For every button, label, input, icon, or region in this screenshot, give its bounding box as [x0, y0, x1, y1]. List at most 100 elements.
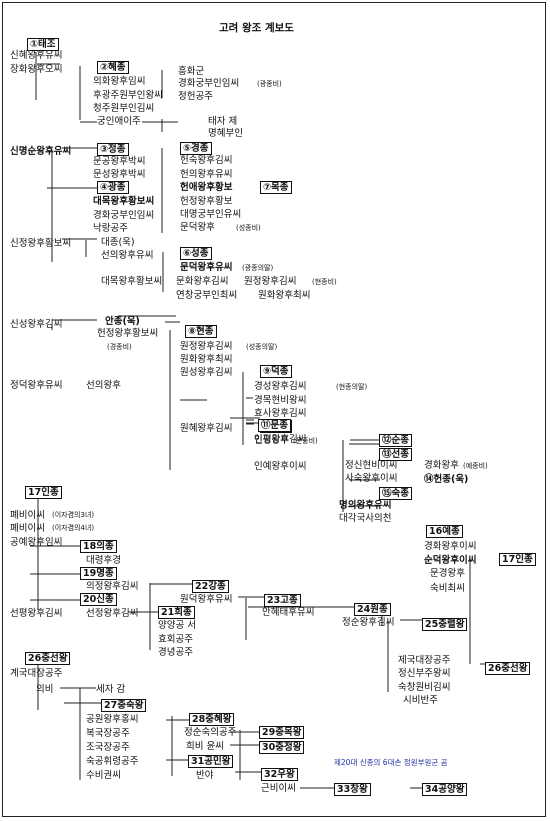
ruler-box-94: 22강종	[192, 580, 229, 593]
consort-label-53: 경성왕후김씨	[254, 381, 307, 392]
consort-label-6: 청주원부인김씨	[93, 103, 155, 114]
consort-label-113: 의비	[36, 684, 54, 695]
consort-label-29: 문덕왕후	[180, 222, 215, 233]
consort-label-23: 헌숙왕후김씨	[180, 155, 233, 166]
ruler-box-82: 16예종	[426, 525, 463, 538]
consort-label-49: (성종의딸)	[246, 343, 278, 351]
consort-label-81: 공예왕후임씨	[10, 537, 63, 548]
ruler-box-98: 24원종	[354, 603, 391, 616]
consort-label-36: (광종의딸)	[242, 264, 274, 272]
consort-label-43: 신성왕후김씨	[10, 319, 63, 330]
consort-label-69: 경화왕후	[424, 460, 459, 471]
ruler-box-67: ⑬선종	[379, 448, 412, 461]
ruler-box-0: ①태조	[27, 38, 59, 51]
consort-label-123: 희비 윤씨	[186, 741, 224, 752]
consort-label-24: 헌의왕후유씨	[180, 169, 233, 180]
ruler-box-26: ⑦목종	[260, 181, 292, 194]
ruler-box-34: ⑥성종	[180, 247, 212, 260]
consort-label-118: 조국장공주	[86, 742, 130, 753]
consort-label-2: 장화왕후오씨	[10, 64, 63, 75]
consort-label-12: 태자 제	[208, 116, 238, 127]
consort-label-74: 명의왕후유씨	[339, 500, 392, 511]
consort-label-68: 정신현비이씨	[345, 460, 398, 471]
ruler-box-130: 33창왕	[334, 783, 371, 796]
consort-label-13: 명혜부인	[208, 128, 243, 139]
consort-label-114: 세자 감	[96, 684, 126, 695]
consort-label-14: 신명순왕후유씨	[10, 146, 72, 157]
consort-label-93: 선정왕후김씨	[86, 608, 139, 619]
consort-label-79: 폐비이씨	[10, 523, 45, 534]
consort-label-44: 안종(욱)	[105, 316, 140, 327]
ruler-box-102: 21희종	[158, 606, 195, 619]
ruler-box-76: 17인종	[25, 486, 62, 499]
consort-label-32: 대종(욱)	[101, 237, 135, 248]
consort-label-84: 순덕왕후이씨	[424, 555, 477, 566]
consort-label-37: 대목왕후황보씨	[101, 276, 163, 287]
ruler-box-73: ⑮숙종	[379, 487, 412, 500]
consort-label-42: 원화왕후최씨	[258, 290, 311, 301]
consort-label-40: (현종비)	[312, 278, 337, 286]
consort-label-1: 신혜왕후유씨	[10, 50, 63, 61]
consort-label-107: 정신부주왕씨	[398, 668, 451, 679]
consort-label-86: 문경왕후	[430, 568, 465, 579]
consort-label-75: 대각국사의천	[339, 513, 392, 524]
consort-label-28: 대명궁부인유씨	[180, 209, 242, 220]
consort-label-80: (이자겸의4녀)	[52, 524, 95, 532]
consort-label-116: 공원왕후홍씨	[86, 714, 139, 725]
consort-label-10: (광종비)	[257, 80, 282, 88]
consort-label-30: (성종비)	[236, 224, 261, 232]
ruler-box-115: 27충숙왕	[101, 699, 147, 712]
consort-label-122: 정순숙의공주	[184, 727, 237, 738]
consort-label-70: (예종비)	[463, 462, 488, 470]
consort-label-9: 경화궁부인임씨	[178, 78, 240, 89]
consort-label-129: 근비이씨	[261, 783, 296, 794]
ruler-box-47: ⑧현종	[185, 325, 217, 338]
consort-label-31: 신정왕후황보씨	[10, 238, 72, 249]
consort-label-51: 원성왕후김씨	[180, 367, 233, 378]
consort-label-117: 복국장공주	[86, 728, 130, 739]
consort-label-38: 문화왕후김씨	[176, 276, 229, 287]
consort-label-25: 헌애왕후황보	[180, 182, 233, 193]
consort-label-83: 경화왕후이씨	[424, 541, 477, 552]
consort-label-21: 낙랑공주	[93, 223, 128, 234]
ruler-box-127: 30충정왕	[259, 741, 305, 754]
consort-label-11: 정헌공주	[178, 91, 213, 102]
consort-label-87: 숙비최씨	[430, 583, 465, 594]
consort-label-48: 원정왕후김씨	[180, 341, 233, 352]
consort-label-59: (문종비)	[293, 437, 318, 445]
consort-label-95: 원덕왕후유씨	[180, 594, 233, 605]
ruler-box-111: 26충선왕	[25, 652, 71, 665]
ruler-box-121: 28충혜왕	[189, 713, 235, 726]
consort-label-56: 효사왕후김씨	[254, 408, 307, 419]
consort-label-27: 헌정왕후황보	[180, 196, 233, 207]
consort-label-120: 수비권씨	[86, 770, 121, 781]
ruler-box-126: 29충목왕	[259, 726, 305, 739]
ruler-box-92: 20신종	[80, 593, 117, 606]
consort-label-104: 효회공주	[158, 634, 193, 645]
consort-label-16: 문공왕후박씨	[93, 156, 146, 167]
consort-label-54: (현종의딸)	[336, 383, 368, 391]
consort-label-5: 후광주원부인왕씨	[93, 90, 163, 101]
consort-label-58: 인평왕후	[254, 435, 289, 446]
ruler-box-3: ②혜종	[97, 61, 129, 74]
consort-label-61: 선의왕후	[86, 380, 121, 391]
consort-label-89: 대령후경	[86, 555, 121, 566]
consort-label-50: 원화왕후최씨	[180, 354, 233, 365]
consort-label-103: 양양공 서	[158, 620, 196, 631]
consort-label-60: 정덕왕후유씨	[10, 380, 63, 391]
consort-label-39: 원정왕후김씨	[244, 276, 297, 287]
consort-label-33: 선의왕후유씨	[101, 250, 154, 261]
consort-label-71: 사숙왕후이씨	[345, 473, 398, 484]
consort-label-77: 폐비이씨	[10, 510, 45, 521]
consort-label-109: 시비반주	[403, 695, 438, 706]
ruler-box-22: ⑤경종	[180, 142, 212, 155]
ruler-box-85: 17인종	[499, 553, 536, 566]
consort-label-64: 인평왕후김씨	[254, 434, 307, 445]
consort-label-108: 숙창원비김씨	[398, 682, 451, 693]
ruler-box-18: ④광종	[97, 181, 129, 194]
consort-label-8: 흥화군	[178, 66, 205, 77]
consort-label-78: (이자겸의3녀)	[52, 511, 95, 519]
ruler-box-15: ③정종	[97, 143, 129, 156]
consort-label-62: 원혜왕후김씨	[180, 423, 233, 434]
